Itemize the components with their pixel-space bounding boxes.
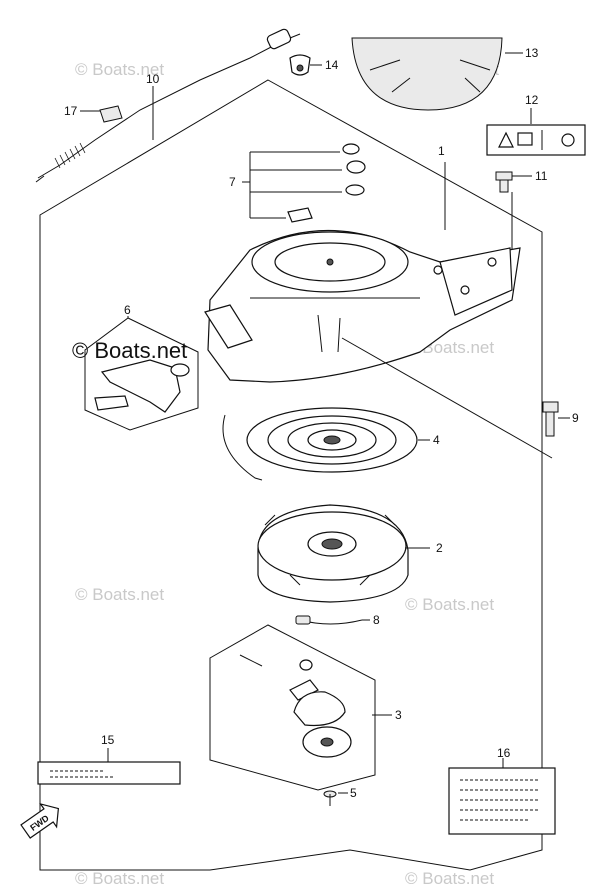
callout-2: 2 <box>436 541 443 555</box>
callout-11: 11 <box>535 169 548 183</box>
callout-8: 8 <box>373 613 380 627</box>
callout-9: 9 <box>572 411 579 425</box>
part-4-spring <box>222 407 418 481</box>
callout-12: 12 <box>525 93 539 107</box>
callout-7: 7 <box>229 175 236 189</box>
part-13-label <box>351 37 503 111</box>
fwd-arrow-icon: FWD <box>20 802 60 839</box>
callout-3: 3 <box>395 708 402 722</box>
watermark-main: © Boats.net <box>72 338 187 363</box>
callout-5: 5 <box>350 786 357 800</box>
leader-lines <box>80 52 570 794</box>
part-1-housing <box>204 229 521 383</box>
callout-17: 17 <box>64 104 78 118</box>
part-15-label <box>37 761 181 785</box>
part-12-label <box>486 124 586 156</box>
part-6-handle <box>84 317 199 431</box>
part-16-label <box>448 767 556 835</box>
part-5-screw <box>323 790 337 806</box>
callout-15: 15 <box>101 733 115 747</box>
part-17-clip <box>99 105 123 123</box>
callout-14: 14 <box>325 58 339 72</box>
callout-1: 1 <box>438 144 445 158</box>
part-14-clip <box>289 54 311 76</box>
callout-16: 16 <box>497 746 511 760</box>
callout-13: 13 <box>525 46 539 60</box>
part-2-reel <box>257 504 409 603</box>
watermark: © Boats.net <box>405 595 494 614</box>
watermark: © Boats.net <box>75 585 164 604</box>
watermark: © Boats.net <box>75 869 164 888</box>
callout-10: 10 <box>146 72 160 86</box>
watermark: © Boats.net <box>75 60 164 79</box>
callout-6: 6 <box>124 303 131 317</box>
part-3-kit <box>209 624 376 791</box>
part-8-rope <box>295 615 363 625</box>
callout-4: 4 <box>433 433 440 447</box>
part-9-bolt <box>542 401 559 437</box>
part-7-set <box>249 143 366 223</box>
assembly-frame <box>39 79 543 871</box>
part-11-bolt <box>495 171 513 193</box>
part-10-cable <box>35 28 301 183</box>
watermark: © Boats.net <box>405 869 494 888</box>
